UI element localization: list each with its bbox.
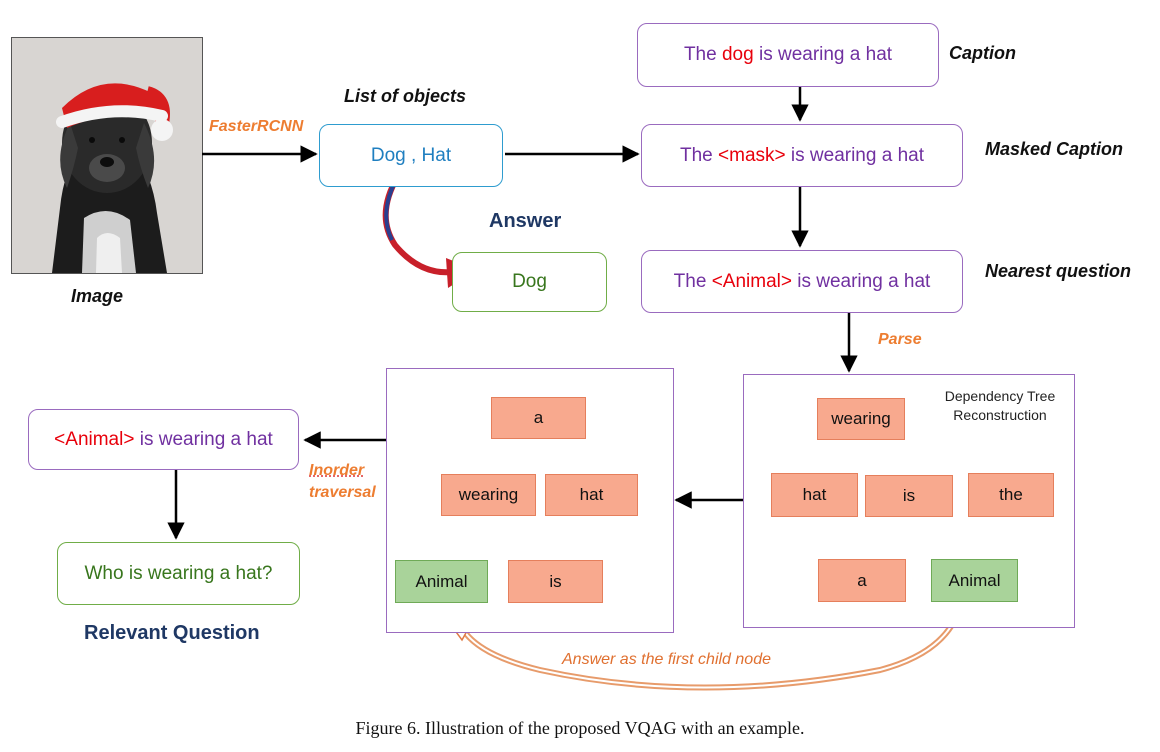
tree-node-hat: hat (545, 474, 638, 516)
answer-first-child-label: Answer as the first child node (562, 651, 771, 668)
dependency-tree-title-line2: Reconstruction (953, 407, 1047, 423)
objects-box: Dog , Hat (319, 124, 503, 187)
caption-label: Caption (949, 43, 1016, 63)
nearest-highlight: <Animal> (711, 270, 792, 292)
inorder-line1: Inorder (309, 462, 365, 479)
final-question-box: Who is wearing a hat? (57, 542, 300, 605)
dep-node-is: is (865, 475, 953, 517)
nearest-post: is wearing a hat (791, 270, 931, 292)
tree-node-wearing: wearing (441, 474, 536, 516)
inorder-line2: traversal (309, 484, 376, 501)
dep-node-hat: hat (771, 473, 858, 517)
list-of-objects-label: List of objects (344, 86, 467, 106)
masked-pre: The (680, 144, 719, 166)
relevant-question-heading: Relevant Question (84, 622, 260, 644)
curved-arrow-to-answer (382, 174, 453, 276)
answer-heading: Answer (489, 210, 562, 232)
tree-node-root-a: a (491, 397, 586, 439)
dependency-tree-title-line1: Dependency Tree (944, 388, 1056, 404)
dep-node-animal: Animal (931, 559, 1018, 602)
figure-caption: Figure 6. Illustration of the proposed V… (355, 718, 805, 738)
masked-highlight: <mask> (718, 144, 786, 166)
image-label: Image (71, 286, 124, 306)
dep-node-the: the (968, 473, 1054, 517)
template-highlight: <Animal> (54, 428, 135, 450)
nearest-question-box: The <Animal> is wearing a hat (641, 250, 963, 313)
caption-highlight: dog (721, 44, 754, 65)
caption-post: is wearing a hat (753, 44, 893, 65)
masked-caption-label: Masked Caption (985, 139, 1124, 159)
nearest-question-label: Nearest question (985, 261, 1132, 281)
inorder-traversal-label: Inorder traversal (309, 460, 376, 504)
parse-label: Parse (878, 331, 922, 348)
tree-node-is: is (508, 560, 603, 603)
dog-photo (11, 37, 203, 274)
masked-post: is wearing a hat (785, 144, 924, 166)
dog-image-drawing (12, 38, 202, 273)
dep-node-a: a (818, 559, 906, 602)
fasterrcnn-label: FasterRCNN (209, 118, 304, 135)
relevant-template-box: <Animal> is wearing a hat (28, 409, 299, 470)
masked-caption-box: The <mask> is wearing a hat (641, 124, 963, 187)
tree-node-animal-answer: Animal (395, 560, 488, 603)
nearest-pre: The (673, 270, 712, 292)
template-post: is wearing a hat (134, 428, 273, 450)
caption-pre: The (683, 44, 722, 65)
caption-box: The dog is wearing a hat (637, 23, 939, 87)
dependency-tree-title: Dependency Tree Reconstruction (935, 387, 1065, 425)
answer-box: Dog (452, 252, 607, 312)
dep-node-wearing: wearing (817, 398, 905, 440)
